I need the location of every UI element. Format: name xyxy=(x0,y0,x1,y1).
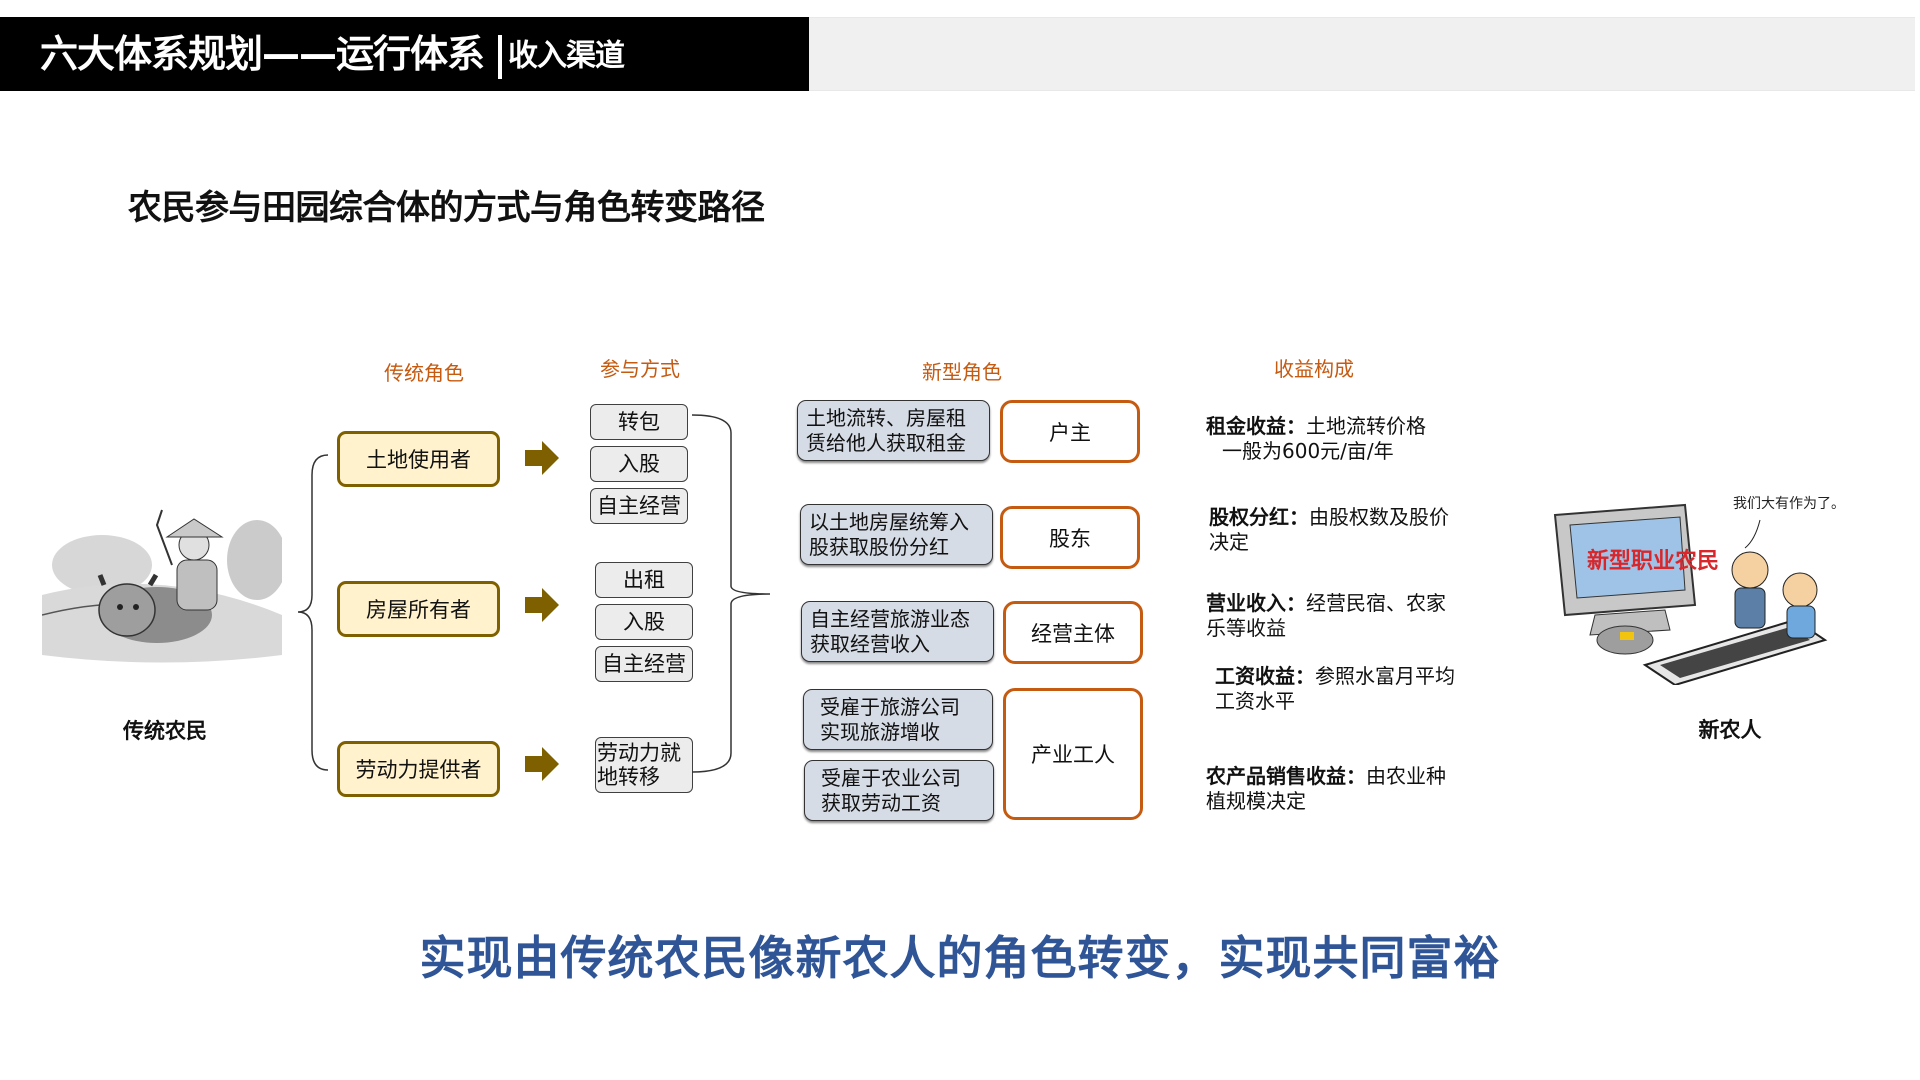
left-brace xyxy=(297,454,329,771)
header-divider xyxy=(498,34,503,79)
income-business: 营业收入：经营民宿、农家乐等收益 xyxy=(1206,591,1446,640)
header-bar xyxy=(0,17,809,91)
speech-bubble-text: 我们大有作为了。 xyxy=(1733,496,1845,512)
conclusion-banner: 实现由传统农民像新农人的角色转变，实现共同富裕 xyxy=(419,931,1501,985)
mode-self-operate: 自主经营 xyxy=(590,488,688,524)
new-role-desc-agri-employee: 受雇于农业公司 获取劳动工资 xyxy=(804,760,994,821)
traditional-farmer-illustration xyxy=(41,505,287,670)
column-head-participation: 参与方式 xyxy=(600,357,680,381)
mode-local-labor-transfer: 劳动力就地转移 xyxy=(595,737,693,793)
trad-role-house-owner: 房屋所有者 xyxy=(337,581,500,637)
slide-heading: 农民参与田园综合体的方式与角色转变路径 xyxy=(128,188,765,228)
header-title: 六大体系规划——运行体系 xyxy=(40,32,485,76)
new-role-industrial-worker: 产业工人 xyxy=(1003,688,1143,820)
new-role-desc-tourism-employee: 受雇于旅游公司 实现旅游增收 xyxy=(803,689,993,750)
column-head-income: 收益构成 xyxy=(1274,357,1354,381)
page-title: 六大体系规划——运行体系收入渠道 xyxy=(40,26,625,85)
new-farmer-illustration: 新型职业农民 我们大有作为了。 xyxy=(1535,490,1855,687)
screen-text: 新型职业农民 xyxy=(1587,548,1719,574)
header-strip xyxy=(809,17,1915,91)
mode-subcontract: 转包 xyxy=(590,404,688,440)
new-role-business-entity: 经营主体 xyxy=(1003,601,1143,664)
new-farmer-caption: 新农人 xyxy=(1698,718,1762,742)
arrow-right-icon xyxy=(525,588,559,622)
right-brace xyxy=(691,414,771,773)
arrow-right-icon xyxy=(525,441,559,475)
income-rent: 租金收益：土地流转价格 一般为600元/亩/年 xyxy=(1206,414,1426,463)
new-role-desc-dividend: 以土地房屋统筹入 股获取股份分红 xyxy=(800,504,993,565)
income-agri-sales: 农产品销售收益：由农业种植规模决定 xyxy=(1206,764,1446,813)
arrow-right-icon xyxy=(525,747,559,781)
income-wages: 工资收益：参照水富月平均工资水平 xyxy=(1215,664,1455,713)
new-role-desc-rent: 土地流转、房屋租 赁给他人获取租金 xyxy=(797,400,990,461)
new-role-householder: 户主 xyxy=(1000,400,1140,463)
column-head-new-role: 新型角色 xyxy=(922,360,1002,384)
new-role-shareholder: 股东 xyxy=(1000,506,1140,569)
header-subtitle: 收入渠道 xyxy=(508,38,625,74)
new-role-desc-business: 自主经营旅游业态 获取经营收入 xyxy=(801,601,994,662)
mode-rent-out: 出租 xyxy=(595,562,693,598)
mode-self-operate: 自主经营 xyxy=(595,646,693,682)
trad-role-labor-provider: 劳动力提供者 xyxy=(337,741,500,797)
traditional-farmer-caption: 传统农民 xyxy=(123,719,207,743)
column-head-traditional-role: 传统角色 xyxy=(384,361,464,385)
mode-equity: 入股 xyxy=(595,604,693,640)
mode-equity: 入股 xyxy=(590,446,688,482)
trad-role-land-user: 土地使用者 xyxy=(337,431,500,487)
income-dividend: 股权分红：由股权数及股价决定 xyxy=(1209,505,1449,554)
